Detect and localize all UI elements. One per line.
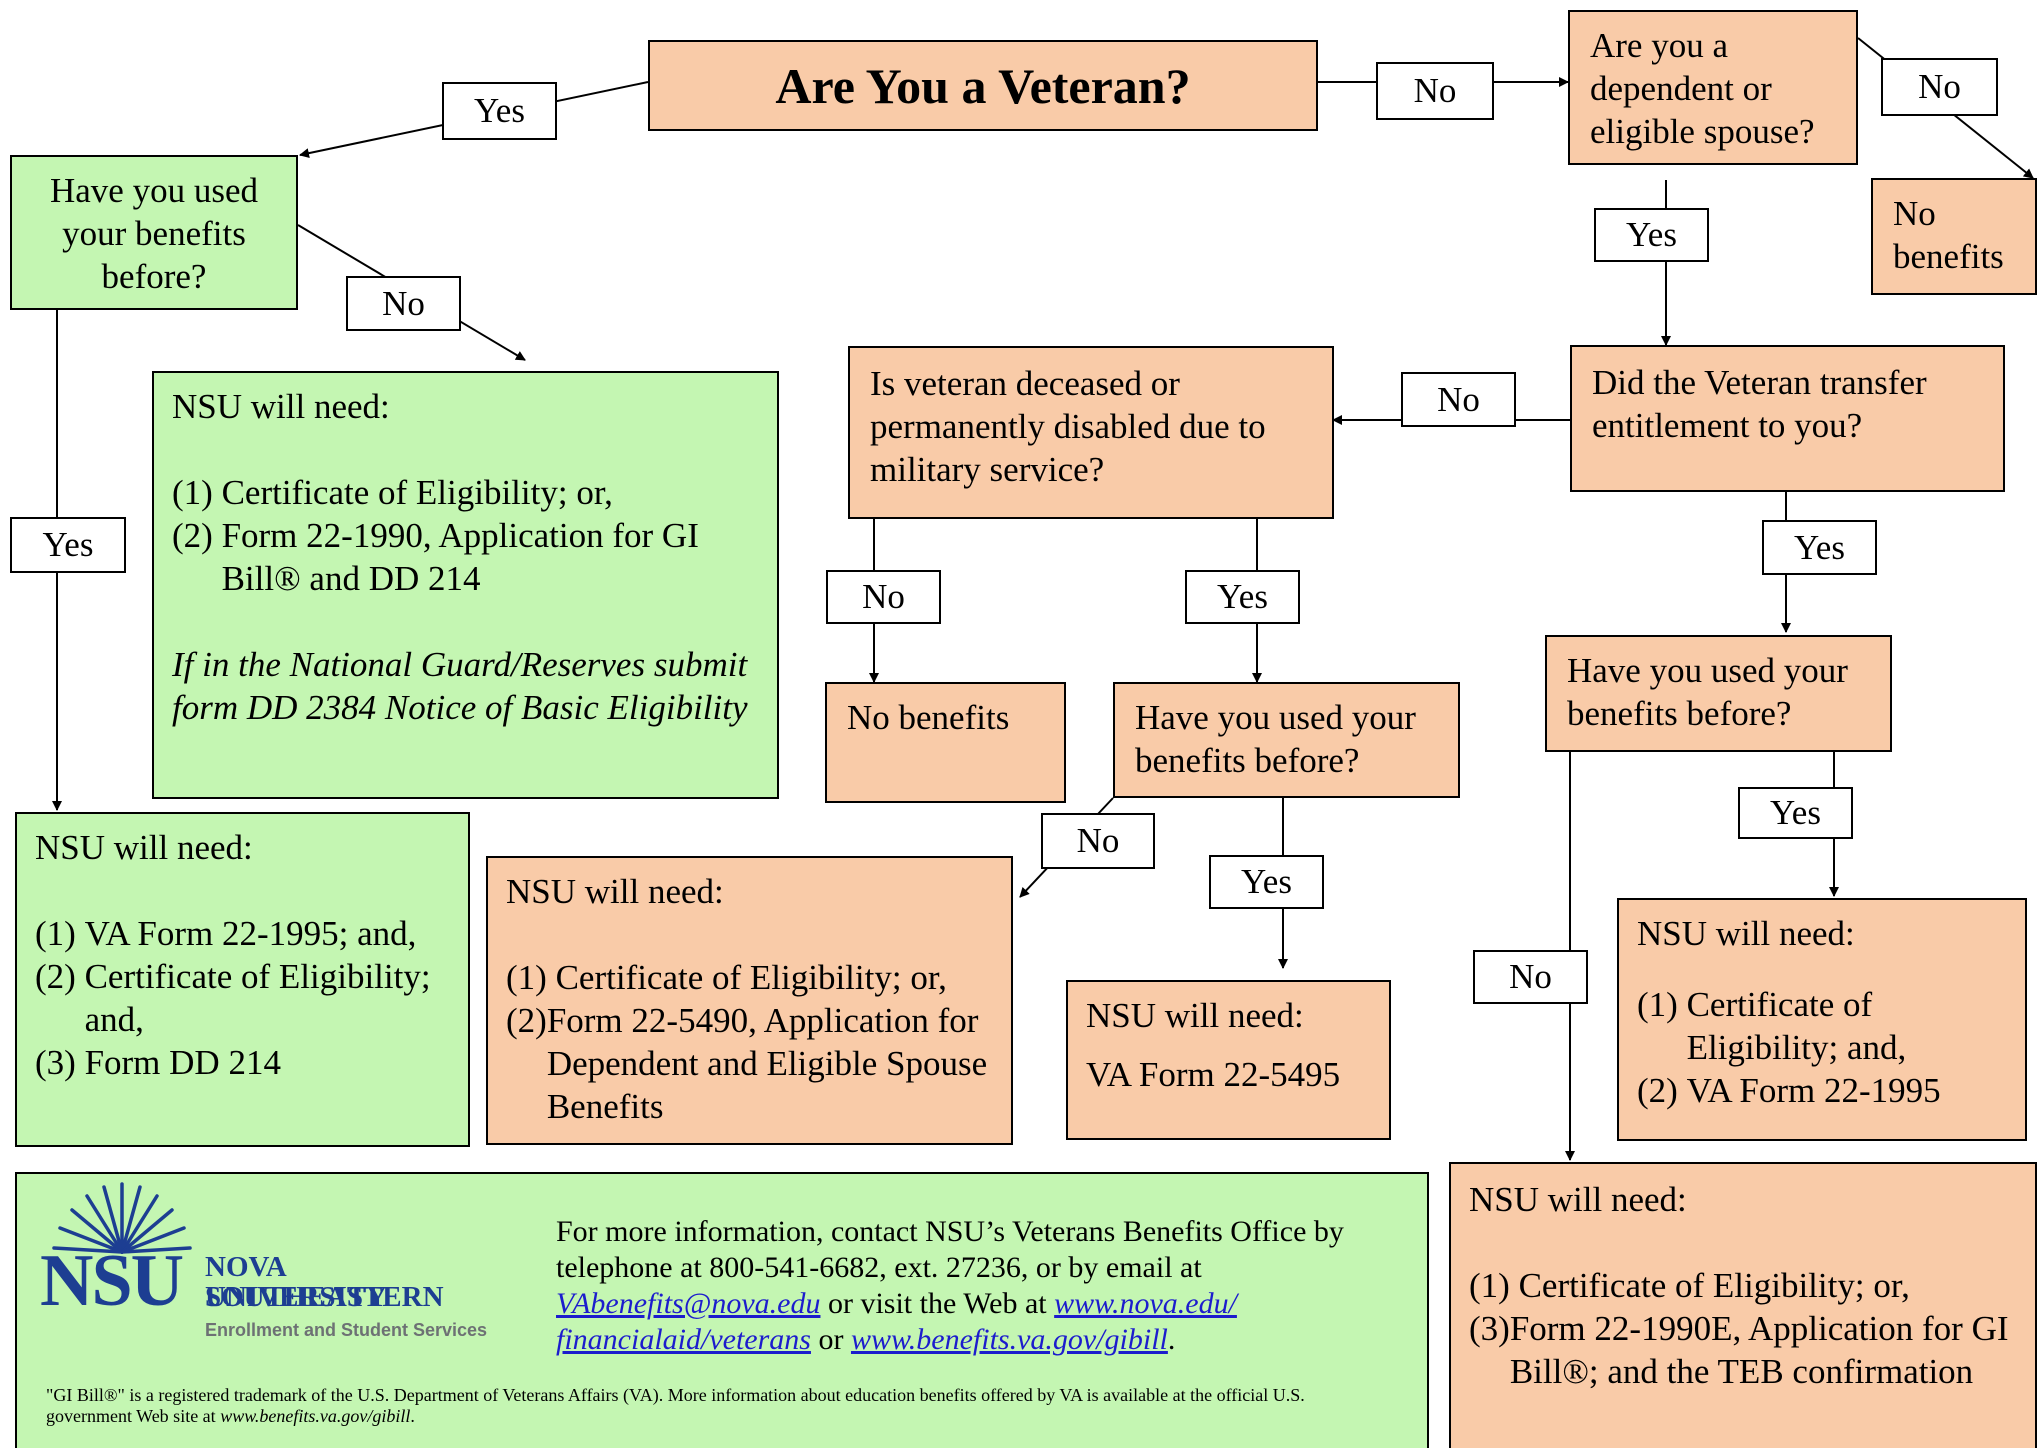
list-item: (2) VA Form 22-1995: [1637, 1071, 1941, 1110]
transfer-question-box: Did the Veteran transfer entitlement to …: [1570, 345, 2005, 492]
deceased-question-box: Is veteran deceased or permanently disab…: [848, 346, 1334, 519]
form-5490-heading: NSU will need:: [506, 872, 724, 911]
edge-label-no: No: [826, 570, 941, 624]
no-benefits-label: No benefits: [1893, 194, 2004, 276]
edge-label-no: No: [346, 276, 461, 331]
dependent-question-box: Are you a dependent or eligible spouse?: [1568, 10, 1858, 165]
sunburst-icon: [52, 1182, 192, 1254]
veteran-question-box: Are You a Veteran?: [648, 40, 1318, 131]
list-item: (1) Certificate of Eligibility; or,: [506, 958, 947, 997]
transfer-used-benefits-question: Have you used your benefits before?: [1567, 651, 1848, 733]
edge-label-yes: Yes: [442, 82, 557, 140]
nsu-logo-line2: UNIVERSITY: [205, 1281, 388, 1313]
form-5490-requirements-box: NSU will need: (1) Certificate of Eligib…: [486, 856, 1013, 1145]
page-title: Are You a Veteran?: [775, 57, 1191, 114]
used-benefits-question-box: Have you used your benefits before?: [10, 155, 298, 310]
national-guard-note: If in the National Guard/Reserves submit…: [172, 645, 748, 727]
form-5495-text: VA Form 22-5495: [1086, 1055, 1341, 1094]
deceased-used-benefits-question: Have you used your benefits before?: [1135, 698, 1416, 780]
nsu-logo-tagline: Enrollment and Student Services: [205, 1320, 488, 1340]
deceased-used-benefits-box: Have you used your benefits before?: [1113, 682, 1460, 798]
edge-label-no: No: [1376, 62, 1494, 120]
edge-label-no: No: [1881, 58, 1998, 116]
edge-label-yes: Yes: [10, 517, 126, 573]
list-item: (2) Form 22-1990, Application for GI Bil…: [172, 516, 699, 598]
nsu-veterans-link[interactable]: www.nova.edu/ financialaid/veterans: [556, 1287, 1237, 1356]
list-item: (3) Form 22-1990E, Application for GI Bi…: [1469, 1309, 2009, 1391]
edge-label-no: No: [1041, 813, 1155, 869]
email-link[interactable]: VAbenefits@nova.edu: [556, 1287, 821, 1320]
list-item: (2) Certificate of Eligibility; and,: [35, 957, 431, 1039]
va-gibill-link[interactable]: www.benefits.va.gov/gibill: [850, 1323, 1168, 1356]
transfer-first-time-heading: NSU will need:: [1469, 1180, 1687, 1219]
edge-label-no: No: [1473, 950, 1588, 1004]
nsu-logo-line1: NOVA SOUTHEASTERN: [205, 1251, 444, 1313]
deceased-question: Is veteran deceased or permanently disab…: [870, 364, 1266, 489]
list-item: (1) Certificate of Eligibility; or,: [1469, 1266, 1910, 1305]
trademark-notice: "GI Bill®" is a registered trademark of …: [46, 1385, 1305, 1426]
footer-info-panel: [15, 1172, 1429, 1448]
transfer-returning-requirements-box: NSU will need: (1) Certificate of Eligib…: [1617, 898, 2027, 1141]
transfer-question: Did the Veteran transfer entitlement to …: [1592, 363, 1927, 445]
edge-label-yes: Yes: [1209, 855, 1324, 909]
list-item: (3) Form DD 214: [35, 1043, 281, 1082]
returning-veteran-requirements-box: NSU will need: (1) VA Form 22-1995; and,…: [15, 812, 470, 1147]
list-item: (2) Form 22-5490, Application for Depend…: [506, 1001, 988, 1126]
edge-label-yes: Yes: [1738, 787, 1853, 839]
edge-label-yes: Yes: [1185, 570, 1300, 624]
first-time-requirements-box: NSU will need: (1) Certificate of Eligib…: [152, 371, 779, 799]
trademark-site: www.benefits.va.gov/gibill: [220, 1406, 411, 1426]
returning-veteran-heading: NSU will need:: [35, 828, 253, 867]
deceased-no-benefits-box: No benefits: [825, 682, 1066, 803]
nsu-logo: NSU NOVA SOUTHEASTERN UNIVERSITY Enrollm…: [40, 1180, 530, 1350]
used-benefits-question: Have you used your benefits before?: [49, 171, 258, 296]
edge-label-yes: Yes: [1762, 520, 1877, 575]
list-item: (1) VA Form 22-1995; and,: [35, 914, 417, 953]
deceased-no-benefits-label: No benefits: [847, 698, 1010, 737]
contact-info: For more information, contact NSU’s Vete…: [556, 1215, 1344, 1356]
edge-label-no: No: [1401, 372, 1516, 427]
transfer-used-benefits-box: Have you used your benefits before?: [1545, 635, 1892, 752]
nsu-logo-mark: NSU: [40, 1240, 184, 1322]
form-5495-heading: NSU will need:: [1086, 996, 1304, 1035]
edge-label-yes: Yes: [1594, 208, 1709, 262]
list-item: (1) Certificate of Eligibility; or,: [172, 473, 613, 512]
transfer-first-time-requirements-box: NSU will need: (1) Certificate of Eligib…: [1449, 1162, 2037, 1448]
form-5495-requirements-box: NSU will need: VA Form 22-5495: [1066, 980, 1391, 1140]
list-item: (1) Certificate of Eligibility; and,: [1637, 985, 1907, 1067]
no-benefits-box: No benefits: [1871, 178, 2037, 295]
dependent-question: Are you a dependent or eligible spouse?: [1590, 26, 1815, 151]
transfer-returning-heading: NSU will need:: [1637, 914, 1855, 953]
first-time-heading: NSU will need:: [172, 387, 390, 426]
